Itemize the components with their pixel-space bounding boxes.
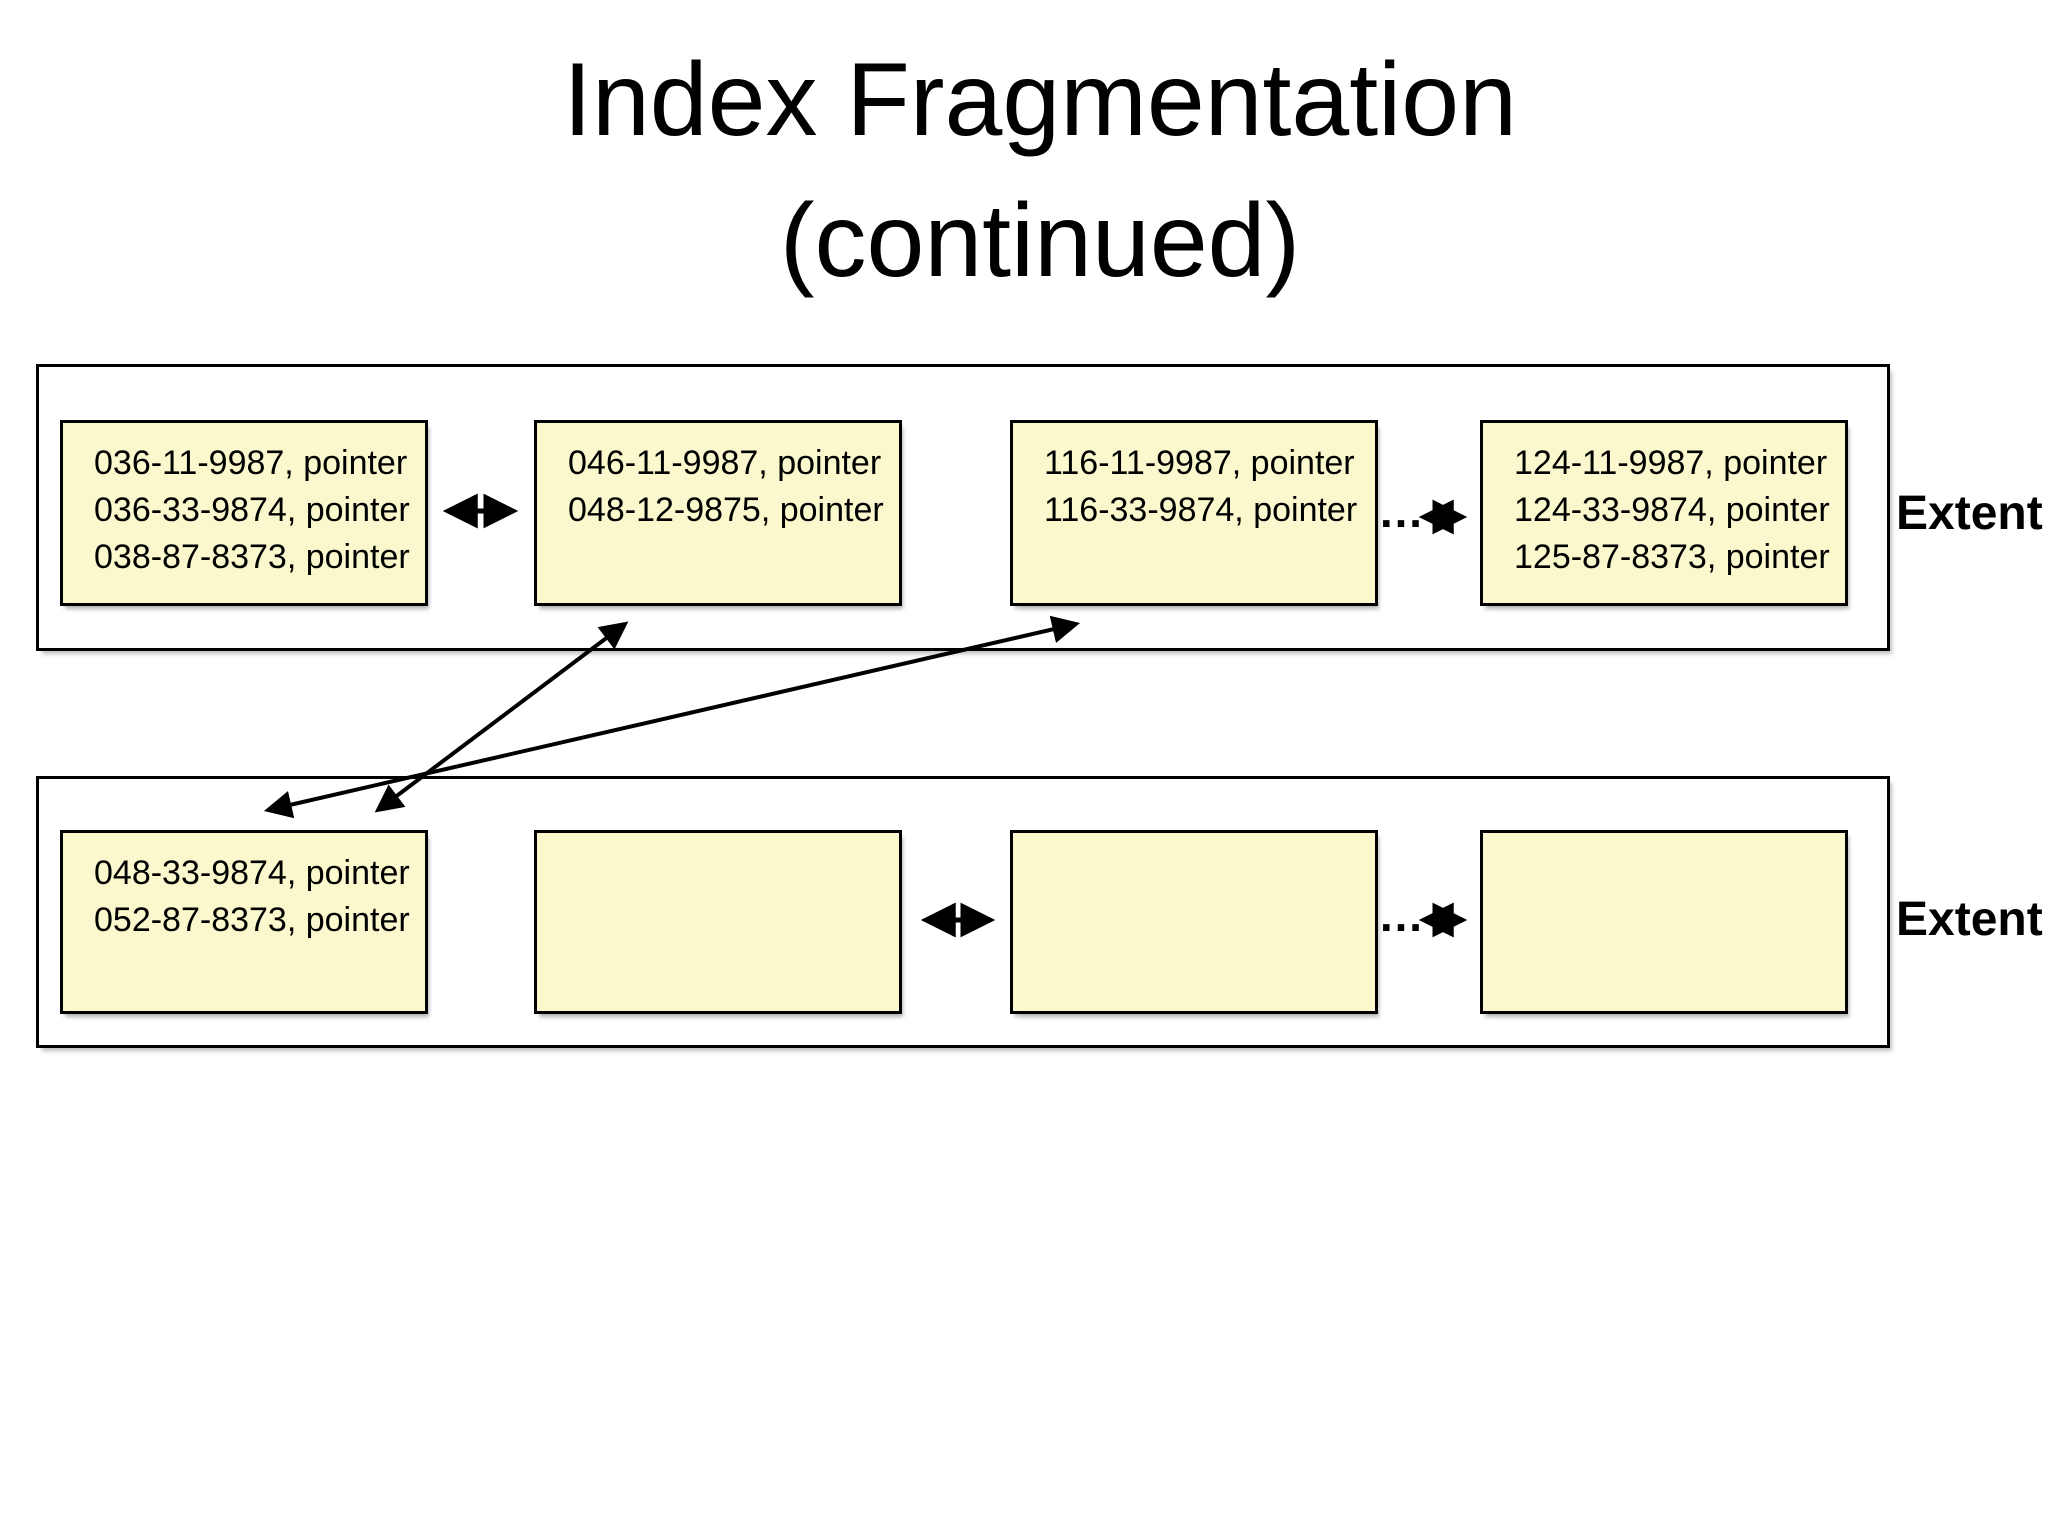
top-ellipsis: … [1378,485,1424,537]
top-extent-label: Extent [1896,487,2043,540]
bottom-index-page-2-entries [537,833,899,850]
bottom-ellipsis: … [1378,889,1424,941]
slide-title: Index Fragmentation (continued) [16,30,2048,313]
bottom-index-page-2 [534,830,902,1014]
slide-title-line2: (continued) [779,183,1301,300]
top-index-page-3-entries: 116-11-9987, pointer 116-33-9874, pointe… [1044,444,1358,529]
slide-title-line1: Index Fragmentation [563,42,1517,158]
bottom-index-page-3 [1010,830,1378,1014]
top-index-page-1: 036-11-9987, pointer 036-33-9874, pointe… [60,420,428,606]
top-index-page-4-entries: 124-11-9987, pointer 124-33-9874, pointe… [1514,444,1830,576]
top-index-page-2: 046-11-9987, pointer 048-12-9875, pointe… [534,420,902,606]
bottom-index-page-1-entries: 048-33-9874, pointer 052-87-8373, pointe… [94,854,410,939]
bottom-index-page-4-entries [1483,833,1845,850]
top-index-page-2-entries: 046-11-9987, pointer 048-12-9875, pointe… [568,444,884,529]
top-index-page-4: 124-11-9987, pointer 124-33-9874, pointe… [1480,420,1848,606]
bottom-index-page-4 [1480,830,1848,1014]
top-index-page-3: 116-11-9987, pointer 116-33-9874, pointe… [1010,420,1378,606]
bottom-extent-label: Extent [1896,893,2043,946]
bottom-index-page-3-entries [1013,833,1375,850]
top-index-page-1-entries: 036-11-9987, pointer 036-33-9874, pointe… [94,444,410,576]
bottom-index-page-1: 048-33-9874, pointer 052-87-8373, pointe… [60,830,428,1014]
